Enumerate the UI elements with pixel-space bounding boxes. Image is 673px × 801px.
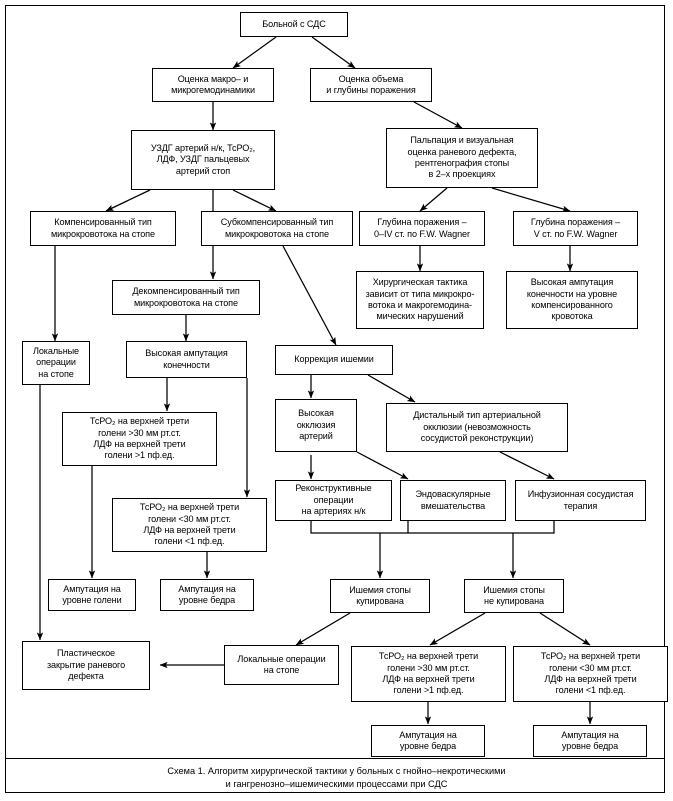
node-high-amputation-limb[interactable]: Высокая ампутация конечности <box>126 341 247 378</box>
node-decompensated-microcirculation[interactable]: Декомпенсированный тип микрокровотока на… <box>112 280 260 315</box>
node-palpation-label: Пальпация и визуальная оценка раневого д… <box>407 135 517 180</box>
node-infusion-vascular-therapy[interactable]: Инфузионная сосудистая терапия <box>515 480 646 521</box>
node-subcompensated-label: Субкомпенсированный тип микрокровотока н… <box>220 217 334 239</box>
node-ischemia-resolved-label: Ишемия стопы купирована <box>349 584 411 606</box>
node-tcpo2-low-1-label: ТсРО₂ на верхней трети голени <30 мм рт.… <box>139 502 240 547</box>
node-ischemia-correction[interactable]: Коррекция ишемии <box>275 345 393 375</box>
node-subcompensated-microcirculation[interactable]: Субкомпенсированный тип микрокровотока н… <box>201 211 353 246</box>
node-uzdg-label: УЗДГ артерий н/к, ТсРО₂, ЛДФ, УЗДГ пальц… <box>150 142 256 176</box>
node-high-amputation-compensated-flow[interactable]: Высокая ампутация конечности на уровне к… <box>506 271 638 329</box>
node-high-amputation-compensated-label: Высокая ампутация конечности на уровне к… <box>526 277 618 322</box>
node-patient[interactable]: Больной с СДС <box>240 12 348 37</box>
figure-caption: Схема 1. Алгоритм хирургической тактики … <box>167 766 506 789</box>
node-amputation-thigh-1[interactable]: Ампутация на уровне бедра <box>160 579 254 611</box>
node-tcpo2-high-1[interactable]: ТсРО₂ на верхней трети голени >30 мм рт.… <box>62 412 217 466</box>
node-wagner-5-label: Глубина поражения – V ст. по F.W. Wagner <box>530 217 621 239</box>
node-decompensated-label: Декомпенсированный тип микрокровотока на… <box>132 286 240 308</box>
node-wagner-0-4-label: Глубина поражения – 0–IV ст. по F.W. Wag… <box>374 217 470 239</box>
node-reconstructive-operations[interactable]: Реконструктивные операции на артериях н/… <box>275 480 392 521</box>
node-plastic-wound-closure[interactable]: Пластическое закрытие раневого дефекта <box>22 641 150 690</box>
node-plastic-wound-closure-label: Пластическое закрытие раневого дефекта <box>46 648 126 682</box>
node-wagner-5[interactable]: Глубина поражения – V ст. по F.W. Wagner <box>513 211 638 246</box>
node-ischemia-not-resolved[interactable]: Ишемия стопы не купирована <box>464 579 564 613</box>
node-ischemia-correction-label: Коррекция ишемии <box>294 354 374 365</box>
node-amputation-thigh-3[interactable]: Ампутация на уровне бедра <box>533 725 647 757</box>
node-infusion-vascular-therapy-label: Инфузионная сосудистая терапия <box>527 489 634 511</box>
node-tcpo2-high-2[interactable]: ТсРО₂ на верхней трети голени >30 мм рт.… <box>351 646 506 702</box>
node-macro-micro-assessment[interactable]: Оценка макро– и микрогемодинамики <box>152 68 274 102</box>
node-uzdg-arteries[interactable]: УЗДГ артерий н/к, ТсРО₂, ЛДФ, УЗДГ пальц… <box>131 130 275 190</box>
node-local-operations-foot-2[interactable]: Локальные операции на стопе <box>224 645 339 685</box>
node-compensated-label: Компенсированный тип микрокровотока на с… <box>51 217 155 239</box>
node-wagner-0-4[interactable]: Глубина поражения – 0–IV ст. по F.W. Wag… <box>359 211 485 246</box>
node-patient-label: Больной с СДС <box>262 18 326 29</box>
node-endovascular-interventions[interactable]: Эндоваскулярные вмешательства <box>400 480 506 521</box>
node-volume-depth-label: Оценка объема и глубины поражения <box>326 73 416 95</box>
node-local-operations-foot-1[interactable]: Локальные операции на стопе <box>22 341 90 385</box>
node-high-arterial-occlusion-label: Высокая окклюзия артерий <box>296 408 336 442</box>
node-ischemia-not-resolved-label: Ишемия стопы не купирована <box>483 584 545 606</box>
node-amputation-thigh-1-label: Ампутация на уровне бедра <box>178 583 236 605</box>
node-tcpo2-low-1[interactable]: ТсРО₂ на верхней трети голени <30 мм рт.… <box>112 498 267 552</box>
node-distal-arterial-occlusion[interactable]: Дистальный тип артериальной окклюзии (не… <box>386 403 568 452</box>
node-macro-micro-label: Оценка макро– и микрогемодинамики <box>171 73 255 95</box>
node-tcpo2-low-2-label: ТсРО₂ на верхней трети голени <30 мм рт.… <box>540 651 641 696</box>
caption-divider <box>5 758 665 759</box>
node-tcpo2-high-2-label: ТсРО₂ на верхней трети голени >30 мм рт.… <box>378 651 479 696</box>
node-amputation-thigh-3-label: Ампутация на уровне бедра <box>561 729 619 751</box>
node-amputation-shin[interactable]: Ампутация на уровне голени <box>48 579 136 611</box>
node-amputation-shin-label: Ампутация на уровне голени <box>62 583 122 605</box>
node-local-operations-foot-2-label: Локальные операции на стопе <box>237 653 326 675</box>
node-palpation-xray[interactable]: Пальпация и визуальная оценка раневого д… <box>386 128 538 188</box>
node-surgical-tactic-label: Хирургическая тактика зависит от типа ми… <box>365 277 475 322</box>
node-local-operations-foot-1-label: Локальные операции на стопе <box>32 345 80 379</box>
node-reconstructive-operations-label: Реконструктивные операции на артериях н/… <box>295 483 372 517</box>
node-high-arterial-occlusion[interactable]: Высокая окклюзия артерий <box>275 399 357 452</box>
node-amputation-thigh-2[interactable]: Ампутация на уровне бедра <box>371 725 485 757</box>
node-distal-arterial-occlusion-label: Дистальный тип артериальной окклюзии (не… <box>413 410 541 444</box>
node-ischemia-resolved[interactable]: Ишемия стопы купирована <box>330 579 430 613</box>
node-surgical-tactic[interactable]: Хирургическая тактика зависит от типа ми… <box>356 271 484 329</box>
node-amputation-thigh-2-label: Ампутация на уровне бедра <box>399 729 457 751</box>
node-endovascular-interventions-label: Эндоваскулярные вмешательства <box>415 489 491 511</box>
node-compensated-microcirculation[interactable]: Компенсированный тип микрокровотока на с… <box>30 211 176 246</box>
node-tcpo2-high-1-label: ТсРО₂ на верхней трети голени >30 мм рт.… <box>89 416 190 461</box>
node-high-amputation-limb-label: Высокая ампутация конечности <box>145 348 228 370</box>
node-tcpo2-low-2[interactable]: ТсРО₂ на верхней трети голени <30 мм рт.… <box>513 646 668 702</box>
node-volume-depth-assessment[interactable]: Оценка объема и глубины поражения <box>310 68 432 102</box>
